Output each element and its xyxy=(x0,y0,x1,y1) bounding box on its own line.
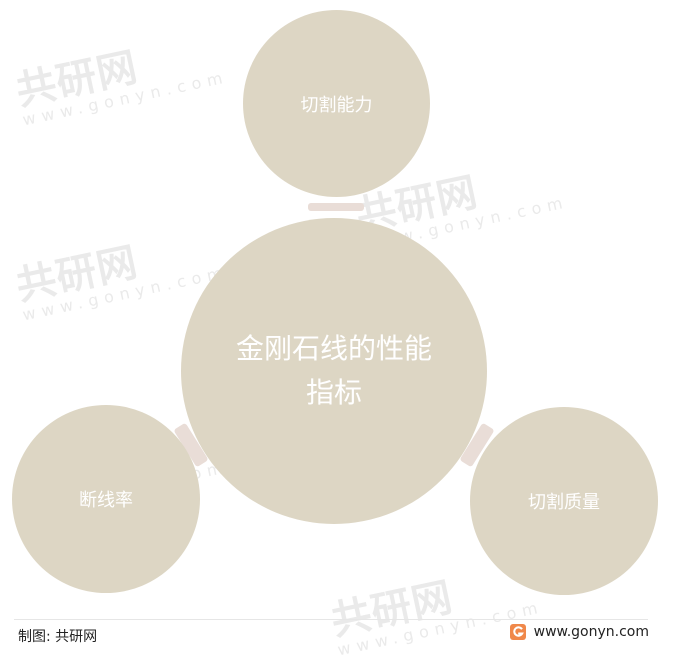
watermark-brand: 共研网 xyxy=(327,574,457,645)
footer-site: www.gonyn.com xyxy=(509,624,649,640)
watermark-url: www.gonyn.com xyxy=(20,67,231,130)
node-cutting-quality: 切割质量 xyxy=(470,407,658,595)
footer-divider xyxy=(14,619,648,620)
watermark-brand: 共研网 xyxy=(12,44,142,115)
gonyn-logo-icon xyxy=(509,624,526,640)
node-label: 断线率 xyxy=(79,490,133,511)
node-label: 切割质量 xyxy=(528,492,600,513)
node-breakage-rate: 断线率 xyxy=(12,405,200,593)
connector-top xyxy=(308,203,364,211)
watermark-brand: 共研网 xyxy=(12,239,142,310)
node-label: 切割能力 xyxy=(300,94,373,116)
node-label: 金刚石线的性能指标 xyxy=(235,332,432,409)
node-cutting-ability: 切割能力 xyxy=(243,10,430,197)
footer-source: 制图: 共研网 xyxy=(18,629,98,645)
watermark: 共研网 www.gonyn.com xyxy=(10,16,230,129)
node-performance-indicators: 金刚石线的性能指标 xyxy=(181,218,487,524)
footer-site-url[interactable]: www.gonyn.com xyxy=(533,624,649,640)
